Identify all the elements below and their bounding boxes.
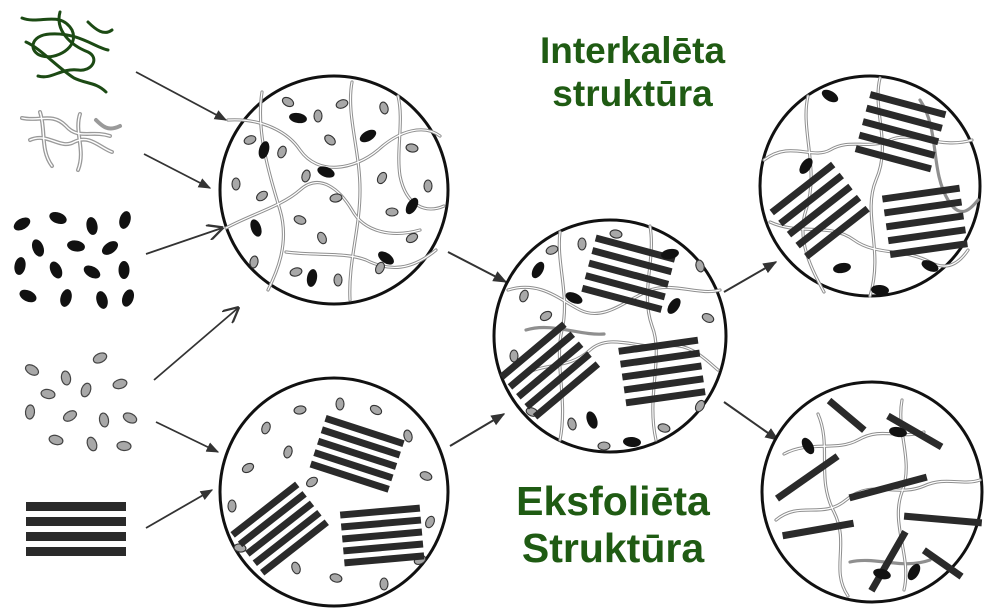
circle-polymer-particle-mix <box>220 76 448 304</box>
circle-intercalated-structure <box>760 76 980 296</box>
exfoliated-label-line2: Struktūra <box>488 525 738 572</box>
clay-layer-stack-icon <box>26 502 126 556</box>
gray-particles-icon <box>24 351 139 452</box>
exfoliated-structure-label: Eksfoliēta Struktūra <box>488 478 738 572</box>
black-particles-icon <box>11 210 136 310</box>
intercalated-label-line1: Interkalēta <box>505 30 760 73</box>
circle-exfoliated-structure <box>762 382 982 602</box>
intercalated-structure-label: Interkalēta struktūra <box>505 30 760 115</box>
circle-hybrid-structure <box>494 220 726 452</box>
polymer-chain-dark-icon <box>22 12 112 92</box>
polymer-chain-gray-icon <box>22 112 120 170</box>
circle-polymer-clay-mix <box>220 378 448 606</box>
intercalated-label-line2: struktūra <box>505 73 760 116</box>
input-arrows <box>136 72 238 528</box>
exfoliated-label-line1: Eksfoliēta <box>488 478 738 525</box>
